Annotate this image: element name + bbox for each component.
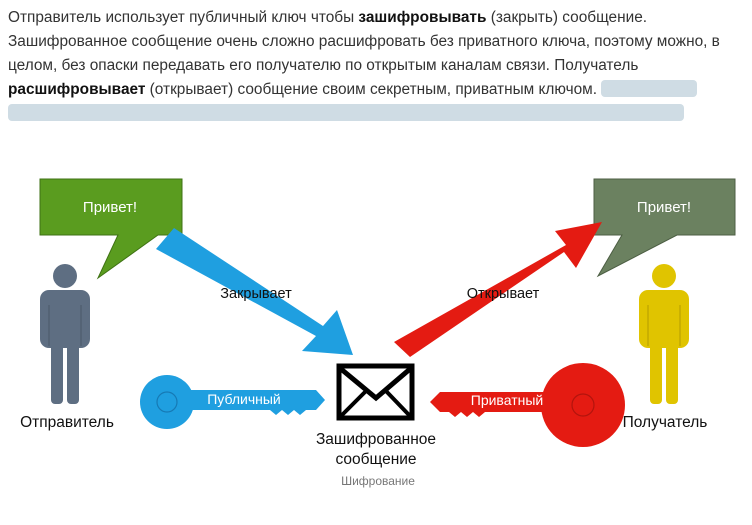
encryption-diagram: Привет! Привет! Закрывает Открывает Пу <box>20 178 736 488</box>
sender-label: Отправитель <box>20 414 114 431</box>
intro-text: Отправитель использует публичный ключ чт… <box>8 9 359 26</box>
intro-text: (закрыть) сообщение. <box>486 9 648 26</box>
receiver-bubble-text: Привет! <box>637 199 691 216</box>
sender-person-outline <box>48 305 82 346</box>
sender-speech-bubble: Привет! <box>39 178 183 280</box>
intro-paragraph: Отправитель использует публичный ключ чт… <box>8 6 748 126</box>
intro-text: Зашифрованное сообщение очень сложно рас… <box>8 33 720 74</box>
sender-bubble-text: Привет! <box>83 199 137 216</box>
redacted-link <box>8 104 684 121</box>
intro-text: (открывает) сообщение своим секретным, п… <box>145 81 598 98</box>
private-key-label: Приватный <box>471 392 543 408</box>
public-key-icon: Публичный <box>140 375 325 429</box>
intro-bold-encrypt: зашифровывать <box>358 9 487 26</box>
intro-bold-decrypt: расшифровывает <box>8 81 146 98</box>
envelope-icon <box>336 363 415 421</box>
receiver-person-outline <box>647 305 681 346</box>
receiver-label: Получатель <box>623 414 708 431</box>
figure-caption: Шифрование <box>341 474 415 488</box>
receiver-speech-bubble: Привет! <box>593 178 736 278</box>
receiver-person-icon <box>639 264 689 404</box>
message-label-line2: сообщение <box>335 451 416 468</box>
sender-person-icon <box>40 264 90 404</box>
redacted-link <box>601 80 698 97</box>
closes-arrow <box>156 228 353 355</box>
private-key-icon: Приватный <box>430 363 625 447</box>
opens-arrow <box>394 222 602 357</box>
closes-label: Закрывает <box>220 286 292 302</box>
public-key-label: Публичный <box>207 391 281 407</box>
message-label-line1: Зашифрованное <box>316 431 436 448</box>
intro-text: Получатель <box>549 57 639 74</box>
opens-label: Открывает <box>467 286 540 302</box>
